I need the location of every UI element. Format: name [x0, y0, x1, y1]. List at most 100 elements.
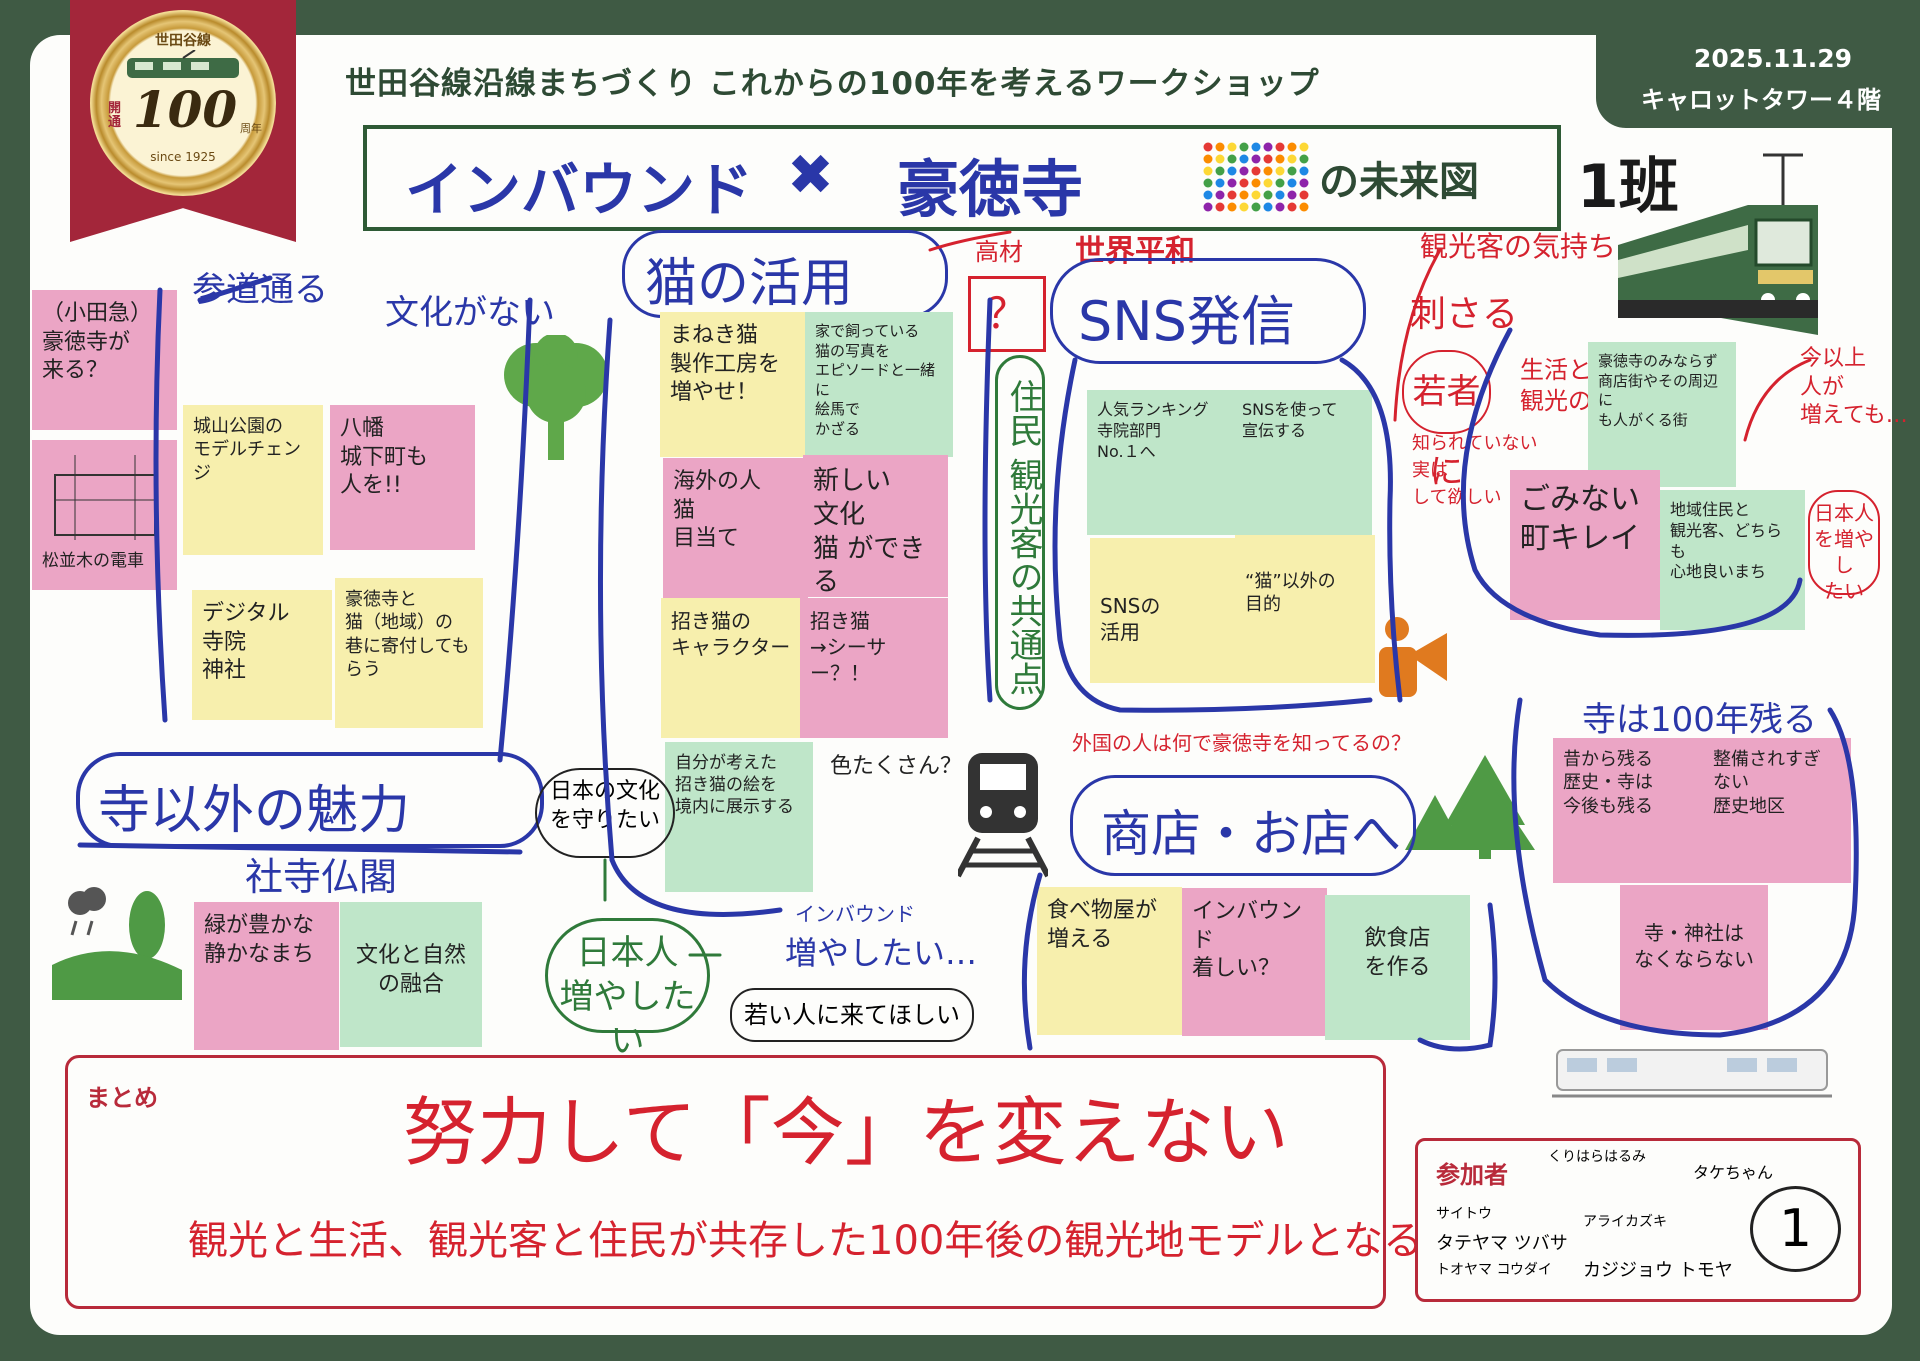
- participant-name: トオヤマ コウダイ: [1436, 1262, 1552, 1278]
- participant-name: タケちゃん: [1693, 1163, 1774, 1182]
- logo-dot: [1287, 178, 1297, 188]
- tram-sketch-icon: [54, 455, 156, 540]
- participants-box: 参加者 くりはらはるみ タケちゃん サイトウ タテヤマ ツバサ アライカズキ ト…: [1415, 1138, 1861, 1302]
- event-venue: キャロットタワー４階: [1641, 86, 1881, 114]
- logo-dot: [1275, 154, 1285, 164]
- summary-label: まとめ: [86, 1084, 158, 1112]
- summary-box: まとめ 努力して「今」を変えない 観光と生活、観光客と住民が共存した100年後の…: [65, 1055, 1423, 1309]
- seal-line-name: 世田谷線: [155, 33, 211, 49]
- logo-dot: [1227, 202, 1237, 212]
- miryoku-sub: 社寺仏閣: [245, 855, 398, 899]
- tram-icon: [1618, 153, 1818, 335]
- vertical-bubble: 住民 観光客の共通点: [995, 355, 1045, 710]
- logo-dot: [1287, 190, 1297, 200]
- logo-dot: [1251, 166, 1261, 176]
- nihon-circle: 日本人 増やしたい: [545, 918, 710, 1061]
- miryoku-title: 寺以外の魅力: [98, 781, 411, 841]
- kankou-sasaru: 刺さる: [1410, 294, 1519, 335]
- logo-dot: [1275, 202, 1285, 212]
- participant-name: サイトウ: [1436, 1206, 1492, 1222]
- logo-dot: [1275, 190, 1285, 200]
- sticky-note: 飲食店 を作る: [1325, 895, 1470, 1040]
- young-bubble: 若い人に来てほしい: [730, 988, 974, 1042]
- tera-title: 寺は100年残る: [1582, 700, 1817, 740]
- sticky-note: 八幡 城下町も 人を!!: [330, 405, 475, 550]
- logo-dot: [1263, 178, 1273, 188]
- neko-title: 猫の活用: [645, 254, 854, 314]
- summary-sub: 観光と生活、観光客と住民が共存した100年後の観光地モデルとなる: [188, 1218, 1424, 1264]
- sns-title-bubble: SNS発信: [1050, 258, 1366, 364]
- sticky-note: 文化と自然 の融合: [340, 902, 482, 1047]
- logo-dot: [1239, 190, 1249, 200]
- logo-dot: [1251, 178, 1261, 188]
- logo-dot: [1299, 166, 1309, 176]
- logo-dot: [1227, 166, 1237, 176]
- logo-dot: [1251, 190, 1261, 200]
- seal-unit: 周年: [240, 122, 262, 135]
- sticky-note: 人気ランキング 寺院部門 No.１へ: [1087, 390, 1232, 535]
- shoten-title: 商店・お店へ: [1101, 805, 1401, 863]
- tram-icon: [127, 50, 239, 78]
- participant-name: カジジョウ トモヤ: [1583, 1260, 1733, 1281]
- logo-dot: [1251, 202, 1261, 212]
- participants-label: 参加者: [1436, 1161, 1508, 1189]
- sticky-note: 城山公園の モデルチェンジ: [183, 405, 323, 555]
- logo-dot: [1263, 142, 1273, 152]
- colorful-dots-logo-icon: [1203, 142, 1309, 212]
- logo-dot: [1203, 142, 1213, 152]
- logo-dot: [1227, 178, 1237, 188]
- summary-headline: 努力して「今」を変えない: [403, 1090, 1289, 1176]
- sticky-note: 豪徳寺のみならず 商店街やその周辺に も人がくる街: [1588, 342, 1736, 487]
- team-number-circle: 1: [1750, 1186, 1841, 1272]
- logo-dot: [1299, 154, 1309, 164]
- logo-dot: [1239, 178, 1249, 188]
- seal-side: 開通: [108, 101, 122, 131]
- logo-dot: [1215, 178, 1225, 188]
- logo-dot: [1251, 154, 1261, 164]
- logo-dot: [1215, 154, 1225, 164]
- sticky-note: 招き猫の キャラクター: [661, 598, 806, 738]
- sticky-note: 海外の人 猫 目当て: [663, 458, 808, 598]
- shoten-bubble: 商店・お店へ: [1070, 775, 1416, 876]
- sticky-note: 松並木の電車: [32, 440, 177, 590]
- tree-icon: [504, 335, 608, 460]
- logo-dot: [1287, 202, 1297, 212]
- sticky-note: ごみない 町キレイ: [1510, 470, 1660, 620]
- left-heading-1: 参道通る: [192, 270, 328, 310]
- logo-dot: [1203, 178, 1213, 188]
- logo-dot: [1251, 142, 1261, 152]
- kankou-wakamono: 若者に: [1402, 350, 1491, 492]
- theme-inbound: インバウンド: [405, 156, 754, 224]
- sticky-note: （小田急） 豪徳寺が 来る？: [32, 290, 177, 430]
- nihon-bubble: 日本の文化を守りたい: [535, 768, 675, 858]
- question-mark-box: ？: [968, 276, 1046, 352]
- logo-dot: [1275, 142, 1285, 152]
- kankou-right-1: 今以上 人が 増えても…: [1800, 346, 1908, 429]
- seal-number: 100: [132, 80, 238, 139]
- left-heading-2: 文化がない: [385, 293, 555, 333]
- kankou-title: 観光客の気持ち: [1420, 230, 1617, 263]
- logo-dot: [1215, 142, 1225, 152]
- sticky-note: SNSの 活用: [1090, 538, 1235, 683]
- logo-dot: [1287, 166, 1297, 176]
- tram-sketch-icon: [1552, 1049, 1832, 1098]
- logo-dot: [1299, 178, 1309, 188]
- theme-suffix: の未来図: [1319, 159, 1479, 205]
- sticky-note: 寺・神社は なくならない: [1620, 885, 1768, 1030]
- logo-dot: [1203, 154, 1213, 164]
- logo-dot: [1227, 142, 1237, 152]
- neko-title-bubble: 猫の活用: [622, 230, 948, 318]
- conifer-trees-icon: [1405, 755, 1535, 859]
- logo-dot: [1227, 154, 1237, 164]
- logo-dot: [1227, 190, 1237, 200]
- theme-banner: インバウンド ✖ 豪徳寺 の未来図: [363, 125, 1561, 231]
- sticky-note: “猫”以外の 目的: [1235, 535, 1375, 683]
- sticky-note: 自分が考えた 招き猫の絵を 境内に展示する: [665, 742, 813, 892]
- team-label: 1班: [1577, 152, 1679, 222]
- logo-dot: [1299, 202, 1309, 212]
- page-title: 世田谷線沿線まちづくり これからの100年を考えるワークショップ: [345, 66, 1320, 102]
- sticky-note: 招き猫 →シーサー？！: [800, 598, 948, 738]
- megaphone-person-icon: [1379, 617, 1447, 697]
- sticky-note: 地域住民と 観光客、どちらも 心地良いまち: [1660, 490, 1805, 630]
- anniversary-seal: 世田谷線 100 開通 周年 since 1925: [90, 10, 276, 196]
